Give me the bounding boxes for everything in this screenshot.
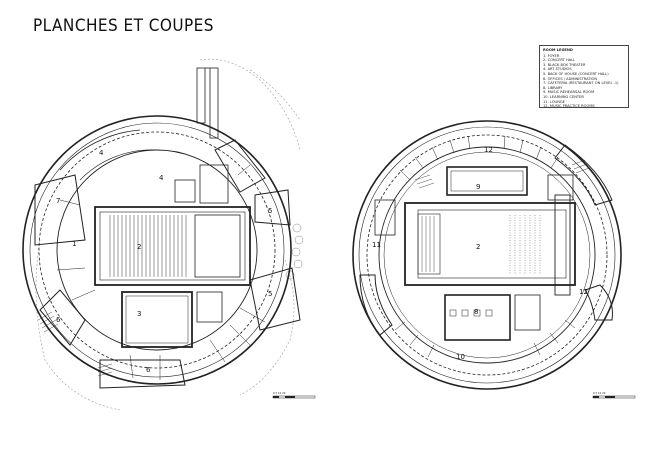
room-label: 10 (456, 353, 465, 361)
right-room-labels: 2 8 9 10 11 12 12 (372, 146, 588, 361)
room-label: 7 (56, 197, 60, 205)
legend-item: 3. BLACK BOX THEATER (543, 62, 586, 67)
left-concert-hall (94, 206, 251, 286)
left-site-trees (285, 223, 304, 280)
left-black-box (121, 291, 193, 348)
right-wings (359, 144, 613, 336)
left-core (174, 67, 229, 323)
room-label: 4 (159, 174, 164, 182)
legend-item: 4. ART STUDIOS (543, 67, 572, 72)
room-label: 5 (268, 290, 272, 298)
room-label: 2 (476, 243, 480, 251)
left-scale-bar: 0 5 10 20 (272, 391, 316, 399)
left-building-rings (22, 115, 292, 385)
legend-item: 2. CONCERT HALL (543, 58, 576, 63)
right-concert-hall (404, 194, 576, 296)
left-floor-plan (22, 58, 304, 411)
right-scale-bar: 0 5 10 20 (592, 391, 636, 399)
right-core (374, 174, 574, 331)
room-label: 5 (268, 207, 272, 215)
page-title: PLANCHES ET COUPES (33, 16, 214, 36)
room-legend: ROOM LEGEND 1. FOYER 2. CONCERT HALL 3. … (539, 45, 629, 108)
legend-heading: ROOM LEGEND (543, 48, 573, 52)
room-label: 4 (99, 149, 104, 157)
scale-bar-label: 0 5 10 20 (593, 391, 606, 395)
right-building-rings (352, 120, 622, 390)
legend-item: 11. LOUNGE (543, 99, 565, 104)
legend-item: 10. LEARNING CENTER (543, 94, 584, 99)
legend-item: 8. LIBRARY (543, 85, 563, 90)
scale-bar-label: 0 5 10 20 (273, 391, 286, 395)
room-label: 11 (372, 241, 381, 249)
left-site-contours (35, 58, 301, 411)
room-label: 6 (146, 366, 151, 374)
right-rehearsal-room (446, 166, 528, 196)
legend-item: 5. BACK OF HOUSE (CONCERT HALL) (543, 71, 609, 76)
room-label: 6 (56, 316, 61, 324)
right-radial-walls (394, 135, 576, 358)
room-label: 12 (579, 288, 588, 296)
right-library (444, 294, 511, 341)
room-label: 12 (484, 146, 493, 154)
left-radial-walls (56, 164, 266, 380)
legend-item: 9. MUSIC REHEARSAL ROOM (543, 90, 595, 95)
legend-item: 6. OFFICES / ADMINISTRATION (543, 76, 598, 81)
room-label: 2 (137, 243, 141, 251)
room-label: 3 (137, 310, 141, 318)
room-label: 8 (474, 308, 478, 316)
left-wings (34, 139, 301, 389)
left-room-labels: 1 2 3 4 4 5 5 6 6 7 (56, 149, 272, 374)
right-floor-plan (352, 120, 622, 390)
legend-item: 12. MUSIC PRACTICE ROOMS (543, 104, 595, 109)
room-label: 9 (476, 183, 480, 191)
right-stairs (414, 159, 590, 189)
legend-item: 7. CAFETERIA (RESTAURANT ON LEVEL -1) (543, 81, 619, 86)
room-label: 1 (72, 240, 76, 248)
left-stairs (37, 311, 113, 377)
legend-item: 1. FOYER (543, 53, 560, 58)
